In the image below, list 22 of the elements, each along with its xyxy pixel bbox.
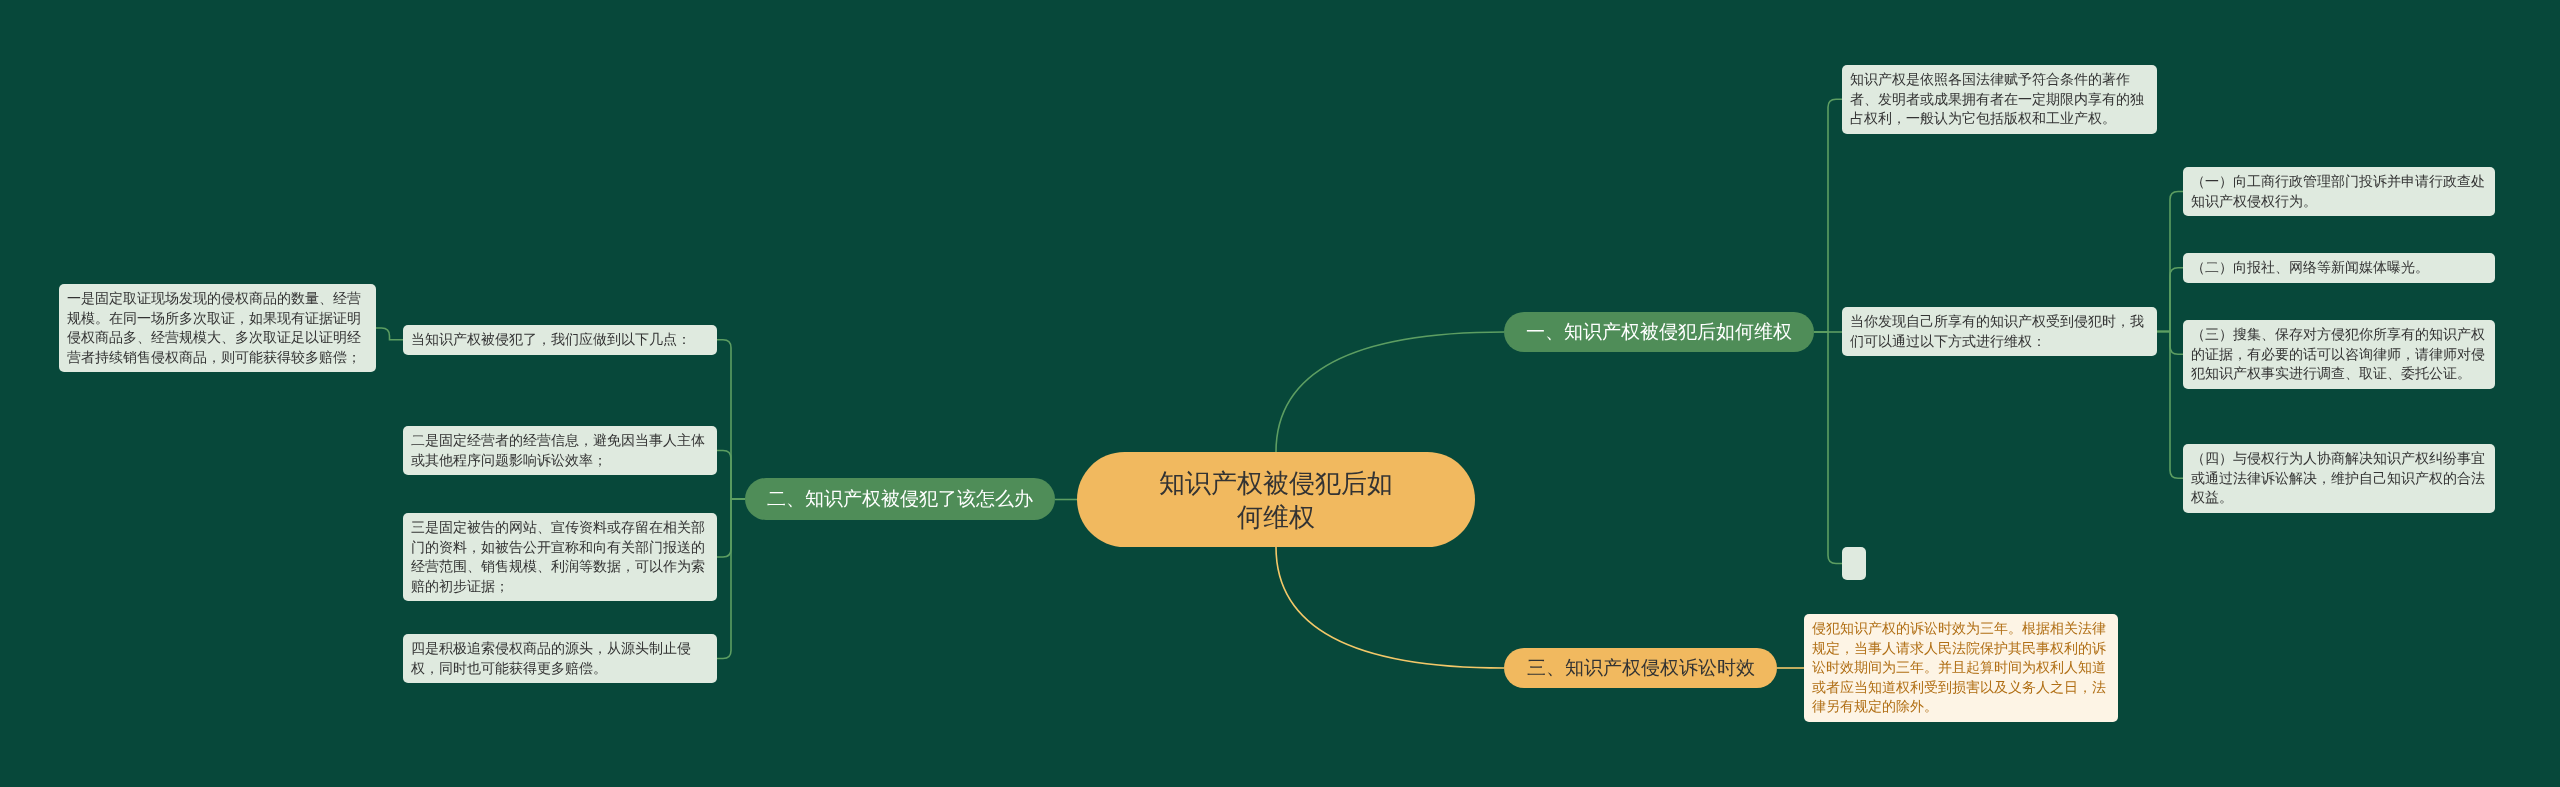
branch-topic: 三、知识产权侵权诉讼时效 bbox=[1504, 648, 1777, 688]
topic-note: （二）向报社、网络等新闻媒体曝光。 bbox=[2183, 253, 2495, 283]
topic-note: 四是积极追索侵权商品的源头，从源头制止侵权，同时也可能获得更多赔偿。 bbox=[403, 634, 717, 683]
central-topic: 知识产权被侵犯后如何维权 bbox=[1077, 452, 1475, 547]
empty-topic-box bbox=[1842, 547, 1866, 580]
topic-note: 侵犯知识产权的诉讼时效为三年。根据相关法律规定，当事人请求人民法院保护其民事权利的诉讼时效期间为三年。并且起算时间为权利人知道或者应当知道权利受到损害以及义务人之日，法律另有规定的除外。 bbox=[1804, 614, 2118, 722]
branch-topic: 一、知识产权被侵犯后如何维权 bbox=[1504, 312, 1814, 352]
connector-line bbox=[1275, 546, 1505, 669]
topic-note: （三）搜集、保存对方侵犯你所享有的知识产权的证据，有必要的话可以咨询律师，请律师对侵犯知识产权事实进行调查、取证、委托公证。 bbox=[2183, 320, 2495, 389]
topic-note: 当你发现自己所享有的知识产权受到侵犯时，我们可以通过以下方式进行维权： bbox=[1842, 307, 2157, 356]
topic-note: （一）向工商行政管理部门投诉并申请行政查处知识产权侵权行为。 bbox=[2183, 167, 2495, 216]
connector-line bbox=[1776, 667, 1805, 669]
topic-note: 三是固定被告的网站、宣传资料或存留在相关部门的资料，如被告公开宣称和向有关部门报送的经营范围、销售规模、利润等数据，可以作为索赔的初步证据； bbox=[403, 513, 717, 601]
connector-line bbox=[1275, 331, 1505, 453]
connector-line bbox=[1054, 498, 1078, 501]
branch-topic: 二、知识产权被侵犯了该怎么办 bbox=[745, 478, 1055, 520]
topic-note: （四）与侵权行为人协商解决知识产权纠纷事宜或通过法律诉讼解决，维护自己知识产权的合法权益。 bbox=[2183, 444, 2495, 513]
topic-note: 一是固定取证现场发现的侵权商品的数量、经营规模。在同一场所多次取证，如果现有证据证明侵权商品多、经营规模大、多次取证足以证明经营者持续销售侵权商品，则可能获得较多赔偿； bbox=[59, 284, 376, 372]
connector-line bbox=[375, 327, 404, 341]
topic-note: 二是固定经营者的经营信息，避免因当事人主体或其他程序问题影响诉讼效率； bbox=[403, 426, 717, 475]
topic-note: 知识产权是依照各国法律赋予符合条件的著作者、发明者或成果拥有者在一定期限内享有的独占权利，一般认为它包括版权和工业产权。 bbox=[1842, 65, 2157, 134]
topic-note: 当知识产权被侵犯了，我们应做到以下几点： bbox=[403, 325, 717, 355]
